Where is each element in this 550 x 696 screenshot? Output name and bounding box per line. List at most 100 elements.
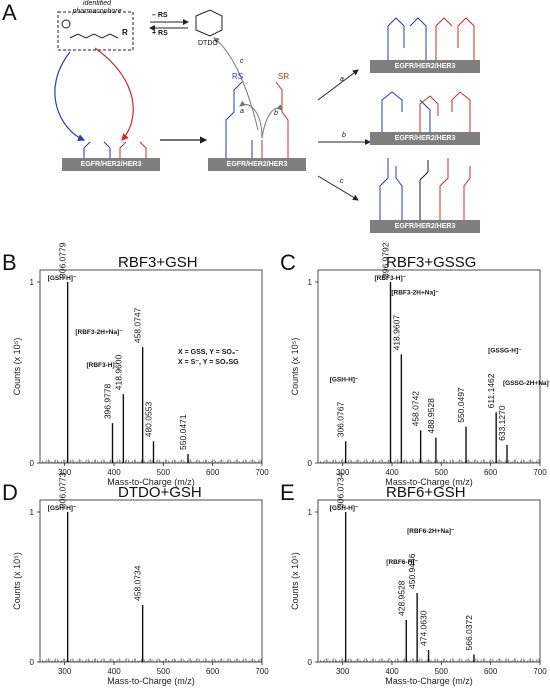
x-tick-label: 700 — [255, 468, 269, 477]
protein-box-right-3: EGFR/HER2/HER3 — [370, 220, 480, 233]
y-axis-label: Counts (x 10⁵) — [290, 552, 300, 610]
protein-box-middle: EGFR/HER2/HER3 — [208, 158, 306, 171]
peak-mz-label: 480.0553 — [143, 402, 153, 438]
panel-letter-a: A — [2, 0, 17, 25]
legend-b-2: X = S⁻, Y = SO₂SG — [178, 359, 239, 366]
peak-ion-label: [GSH-H]⁻ — [330, 505, 359, 512]
x-tick-label: 500 — [435, 468, 449, 477]
y-tick-label: 0 — [308, 459, 313, 468]
x-tick-label: 400 — [385, 468, 399, 477]
protein-box-right-2: EGFR/HER2/HER3 — [370, 132, 480, 145]
sr-right-label: SR — [278, 72, 290, 81]
x-axis-label: Mass-to-Charge (m/z) — [385, 477, 473, 487]
peak-mz-label: 396.9778 — [103, 383, 113, 419]
product-b-label: b — [342, 132, 346, 139]
x-tick-label: 300 — [336, 468, 350, 477]
panel-letter-c: C — [280, 250, 296, 275]
peak-ion-label: [GSSG-2H+Na]⁻ — [503, 380, 550, 387]
peak-ion-label: [GSH-H]⁻ — [48, 505, 77, 512]
peak-mz-label: 474.0630 — [419, 610, 429, 646]
x-tick-label: 600 — [484, 468, 498, 477]
pharmacophore-box — [57, 11, 134, 51]
plot-frame — [39, 269, 263, 464]
x-tick-label: 500 — [157, 667, 171, 676]
product-a-label: a — [340, 76, 344, 83]
plot-frame — [317, 269, 541, 464]
product-c-label: c — [340, 178, 344, 185]
peak-ion-label: [RBF3-2H+Na]⁻ — [391, 289, 439, 296]
arrow-c-label: c — [240, 58, 244, 65]
peak-ion-label: [GSSG-H]⁻ — [488, 347, 522, 354]
spectrum-title-c: RBF3+GSSG — [386, 254, 477, 271]
protein-box-right-1: EGFR/HER2/HER3 — [370, 60, 480, 73]
x-tick-label: 400 — [107, 667, 121, 676]
peak-mz-label: 396.9792 — [381, 242, 391, 278]
x-axis-label: Mass-to-Charge (m/z) — [385, 676, 473, 686]
peak-mz-label: 306.0779 — [58, 242, 68, 278]
peak-mz-label: 488.9528 — [426, 398, 436, 434]
panel-letter-e: E — [280, 480, 295, 505]
x-tick-label: 600 — [206, 468, 220, 477]
y-tick-label: 1 — [30, 508, 35, 517]
pharmacophore-chain — [69, 33, 119, 39]
y-tick-label: 0 — [30, 459, 35, 468]
peak-mz-label: 611.1462 — [486, 373, 496, 408]
peak-ion-label: [GSH-H]⁻ — [330, 376, 359, 383]
panel-letter-d: D — [2, 480, 18, 505]
panel-letter-b: B — [2, 250, 17, 275]
y-tick-label: 0 — [308, 658, 313, 667]
x-tick-label: 500 — [157, 468, 171, 477]
y-axis-label: Counts (x 10⁵) — [12, 338, 22, 396]
peak-mz-label: 306.0734 — [336, 472, 346, 508]
r-group-label: R — [122, 28, 128, 37]
scheme-diagram — [54, 9, 475, 220]
x-tick-label: 700 — [533, 468, 547, 477]
x-tick-label: 500 — [435, 667, 449, 676]
peak-ion-label: [RBF3-H]⁻ — [375, 275, 407, 282]
spectrum-title-b: RBF3+GSH — [118, 254, 198, 271]
dtdo-ring — [195, 9, 223, 37]
y-tick-label: 1 — [30, 278, 35, 287]
arrow-b-label: b — [274, 110, 278, 117]
x-tick-label: 600 — [484, 667, 498, 676]
peak-mz-label: 306.0767 — [336, 402, 346, 438]
pharmacophore-label: identified pharmacophore — [72, 0, 122, 15]
peak-mz-label: 550.0471 — [178, 414, 188, 450]
rs-left-label: RS — [232, 72, 244, 81]
y-axis-label: Counts (x 10⁵) — [290, 338, 300, 396]
y-tick-label: 1 — [308, 508, 313, 517]
rs-minus-label: – RS — [152, 12, 168, 19]
peak-mz-label: 418.9600 — [113, 354, 123, 390]
legend-b-1: X = GSS, Y = SO₃⁻ — [178, 349, 239, 356]
x-tick-label: 400 — [385, 667, 399, 676]
peak-mz-label: 450.9446 — [407, 553, 417, 589]
arrow-a-label: a — [240, 108, 244, 115]
baseline-noise — [42, 658, 262, 662]
baseline-noise — [320, 459, 540, 463]
peak-mz-label: 428.9528 — [396, 580, 406, 616]
spectrum-title-e: RBF6+GSH — [386, 484, 466, 501]
baseline-noise — [320, 658, 540, 662]
peak-mz-label: 633.1270 — [497, 405, 507, 441]
protein-box-left: EGFR/HER2/HER3 — [62, 158, 160, 171]
peak-mz-label: 458.0742 — [411, 391, 421, 427]
x-tick-label: 300 — [58, 667, 72, 676]
peak-ion-label: [GSH-H]⁻ — [48, 275, 77, 282]
x-tick-label: 700 — [533, 667, 547, 676]
peak-ion-label: [RBF6-2H+Na]⁻ — [407, 528, 455, 535]
peak-ion-label: [RBF6-H]⁻ — [386, 559, 418, 566]
x-axis-label: Mass-to-Charge (m/z) — [107, 676, 195, 686]
spectrum-title-d: DTDO+GSH — [118, 484, 202, 501]
peak-ion-label: [RBF3-2H+Na]⁻ — [75, 329, 123, 336]
x-tick-label: 300 — [58, 468, 72, 477]
peak-mz-label: 458.0747 — [133, 307, 143, 343]
y-tick-label: 0 — [30, 658, 35, 667]
x-tick-label: 400 — [107, 468, 121, 477]
plot-frame — [317, 499, 541, 663]
x-tick-label: 300 — [336, 667, 350, 676]
dtdo-label: DTDO — [198, 40, 218, 47]
baseline-noise — [42, 459, 262, 463]
rs-plus-label: + RS — [152, 30, 168, 37]
peak-mz-label: 566.0372 — [464, 615, 474, 651]
